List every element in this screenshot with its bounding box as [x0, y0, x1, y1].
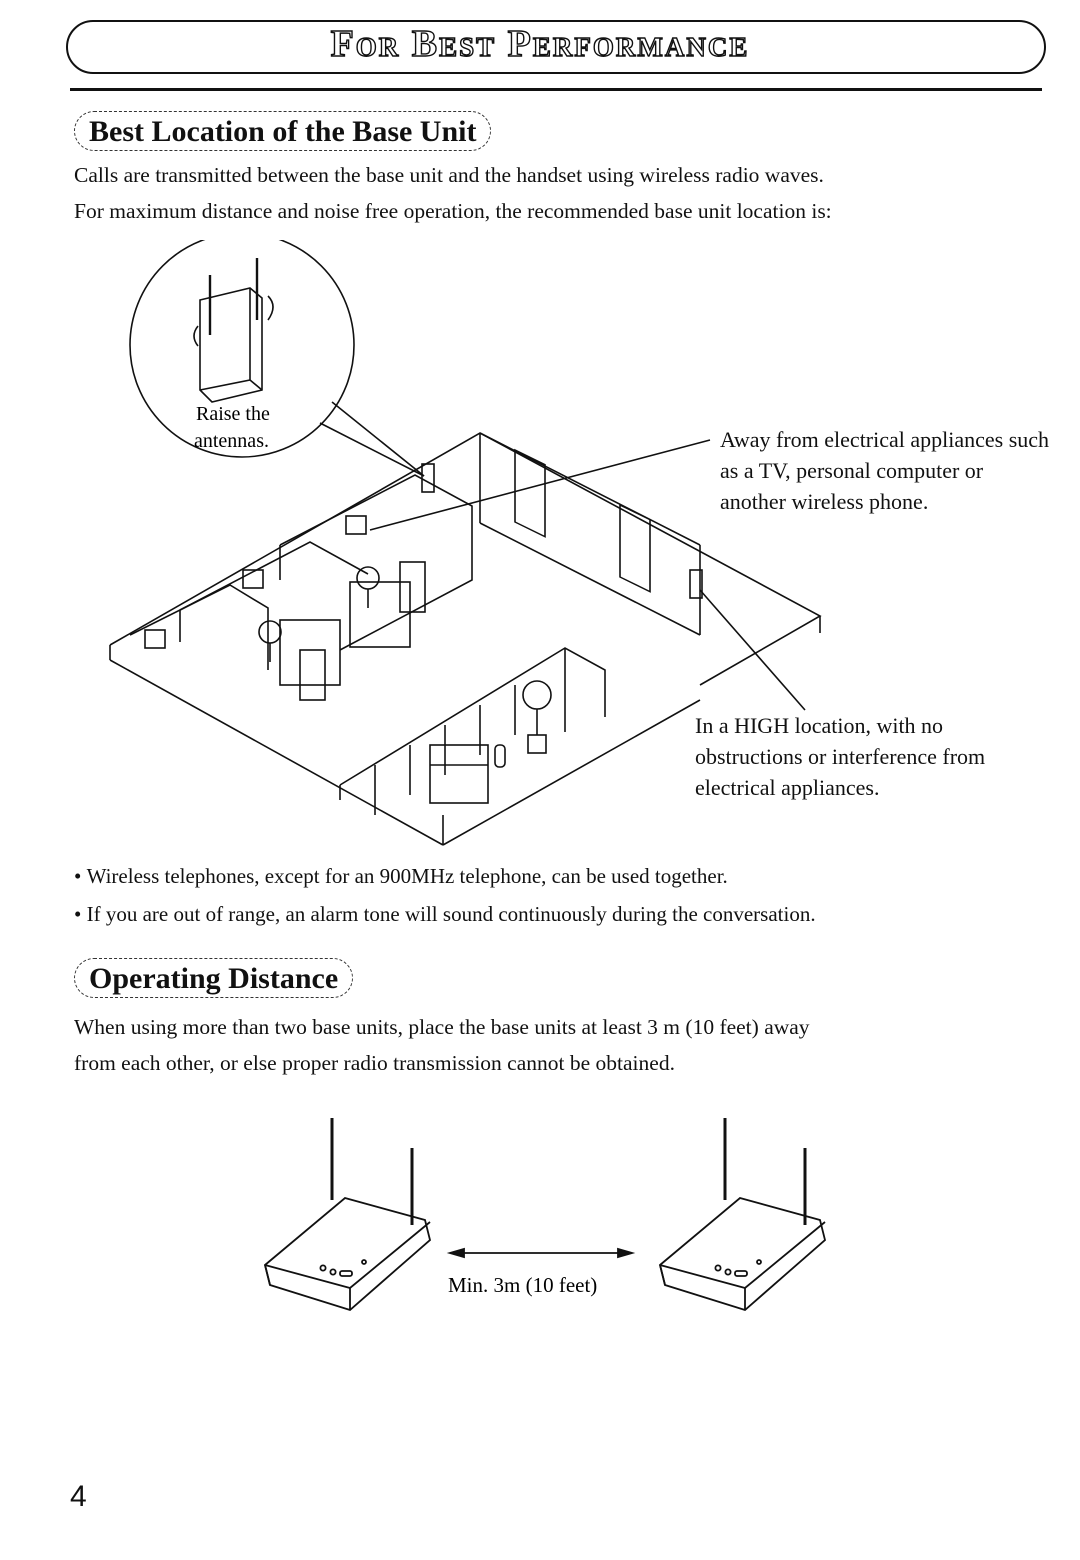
bullet-item: • If you are out of range, an alarm tone… [74, 902, 816, 926]
section-heading-operating-distance: Operating Distance [74, 958, 354, 998]
inset-circle [129, 240, 355, 458]
page-number: 4 [70, 1480, 87, 1513]
distance-label: Min. 3m (10 feet) [448, 1273, 597, 1297]
bullet-text: Wireless telephones, except for an 900MH… [86, 864, 728, 888]
callout-away-from-appliances: Away from electrical appliances such as … [720, 427, 1050, 514]
inset-caption-line-1: Raise the [196, 403, 270, 425]
arrow-left-head-icon [446, 1247, 465, 1259]
callout-high-location: In a HIGH location, with no obstructions… [695, 713, 986, 800]
page-title: For Best Performance [330, 22, 750, 65]
base-unit-right [658, 1118, 827, 1312]
arrow-right-head-icon [617, 1247, 636, 1259]
title-banner [66, 20, 1046, 74]
bullet-text: If you are out of range, an alarm tone w… [86, 902, 816, 926]
title-rule [70, 88, 1042, 91]
base-unit-left [263, 1118, 432, 1312]
office-layout-illustration: Raise the antennas. [109, 240, 822, 846]
distance-paragraph-line-2: from each other, or else proper radio tr… [74, 1051, 675, 1075]
distance-paragraph-line-1: When using more than two base units, pla… [74, 1015, 810, 1039]
base-units-distance-illustration: Min. 3m (10 feet) [263, 1118, 827, 1312]
intro-paragraph-line-1: Calls are transmitted between the base u… [74, 163, 824, 187]
intro-paragraph-line-2: For maximum distance and noise free oper… [74, 199, 832, 223]
bullet-item: • Wireless telephones, except for an 900… [74, 864, 728, 888]
section-heading-best-location: Best Location of the Base Unit [74, 111, 492, 151]
inset-caption-line-2: antennas. [194, 430, 269, 452]
